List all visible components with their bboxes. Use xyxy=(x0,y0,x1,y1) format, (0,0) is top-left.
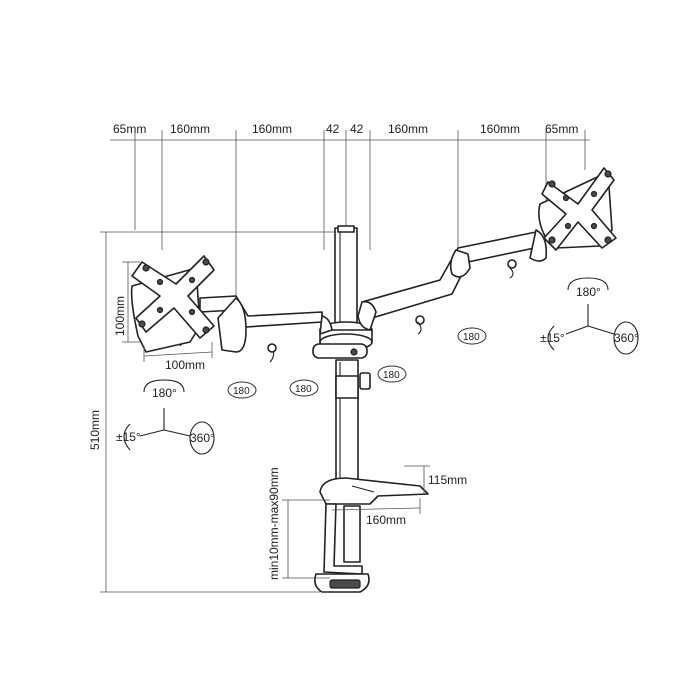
svg-text:180: 180 xyxy=(295,384,312,395)
vesa-width-label: 100mm xyxy=(165,358,205,372)
dim-label-pole-42a: 42 xyxy=(326,122,340,136)
right-rotation-symbol: 180° ±15° 360° xyxy=(540,277,639,355)
clamp-dimensions: min10mm-max90mm 115mm 160mm xyxy=(267,465,467,580)
right-rotate-label: 360° xyxy=(614,331,639,345)
right-vesa-plate xyxy=(538,167,617,251)
arm-swivel-badges: 180 180 180 180 xyxy=(227,327,487,399)
desk-clamp xyxy=(314,477,429,593)
right-swivel-label: ±15° xyxy=(540,331,565,345)
top-dimension-line: 65mm 160mm 160mm 42 42 160mm 160mm 65mm xyxy=(110,122,590,310)
clamp-range-label: min10mm-max90mm xyxy=(267,467,281,580)
left-rotate-label: 360° xyxy=(190,431,215,445)
svg-text:180: 180 xyxy=(383,370,400,381)
arm-swivel-badge-4: 180 xyxy=(457,327,487,345)
dim-label-left-160a: 160mm xyxy=(170,122,210,136)
svg-text:180: 180 xyxy=(463,332,480,343)
left-swivel-label: ±15° xyxy=(116,430,141,444)
dim-label-right-65: 65mm xyxy=(545,122,578,136)
arm-swivel-badge-3: 180 xyxy=(377,365,407,383)
dim-label-pole-42b: 42 xyxy=(350,122,364,136)
base-width-label: 160mm xyxy=(366,513,406,527)
svg-text:180: 180 xyxy=(233,386,250,397)
base-height-label: 115mm xyxy=(428,473,467,487)
dim-label-left-65: 65mm xyxy=(113,122,146,136)
vesa-height-label: 100mm xyxy=(113,296,127,336)
vesa-dimensions: 100mm 100mm xyxy=(113,261,213,372)
left-rotation-symbol: 180° ±15° 360° xyxy=(116,379,215,455)
right-tilt-label: 180° xyxy=(576,285,601,299)
arm-swivel-badge-1: 180 xyxy=(227,381,257,399)
right-arm xyxy=(357,229,548,335)
arm-swivel-badge-2: 180 xyxy=(289,379,319,397)
dim-label-right-160b: 160mm xyxy=(480,122,520,136)
dim-label-left-160b: 160mm xyxy=(252,122,292,136)
dim-label-right-160a: 160mm xyxy=(388,122,428,136)
total-height-dimension: 510mm xyxy=(88,231,340,593)
left-vesa-plate xyxy=(130,255,215,353)
total-height-label: 510mm xyxy=(88,410,102,450)
left-tilt-label: 180° xyxy=(152,386,177,400)
